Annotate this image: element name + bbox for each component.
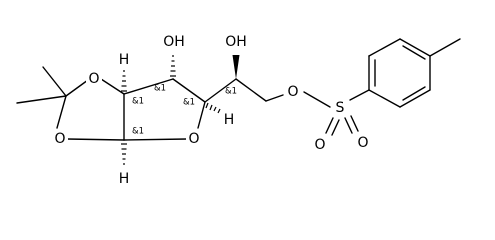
bond-s-aryl bbox=[349, 89, 370, 101]
bond-c5-c6 bbox=[235, 78, 267, 102]
atom-h-c1: H bbox=[119, 171, 130, 187]
bond-c2-c3 bbox=[123, 78, 174, 95]
stereo-descriptors: &1 &1 &1 &1 &1 bbox=[132, 84, 237, 137]
bond-c6-o-ester bbox=[265, 94, 284, 102]
bond-ar-3 bbox=[399, 38, 431, 57]
bond-o-ester-s bbox=[303, 91, 331, 108]
stereo-c1: &1 bbox=[132, 127, 144, 137]
wedge-bond-c5-oh bbox=[232, 55, 240, 79]
atom-o-dioxolane-bottom: O bbox=[54, 131, 65, 147]
bond-o1-c2 bbox=[100, 78, 125, 95]
bond-ar-5 bbox=[399, 89, 431, 108]
atom-h-c4: H bbox=[224, 112, 235, 128]
atom-labels: O O O OH OH O S O O H H H bbox=[52, 34, 369, 187]
atom-o-dioxolane-top: O bbox=[88, 71, 99, 87]
bond-ar-2 bbox=[368, 38, 401, 57]
atom-o-ester: O bbox=[287, 84, 298, 100]
stereo-c3: &1 bbox=[154, 84, 166, 94]
bond-c3-c4 bbox=[172, 78, 206, 103]
bond-ar-inner-3 bbox=[402, 86, 426, 101]
atom-oh-c5: OH bbox=[225, 34, 247, 50]
molecule-structure: O O O OH OH O S O O H H H &1 &1 &1 &1 &1 bbox=[16, 34, 461, 187]
bond-o2-c1 bbox=[66, 138, 125, 141]
bond-c4-c5 bbox=[204, 78, 237, 103]
atom-s: S bbox=[336, 100, 345, 116]
atom-o-sulfonyl-2: O bbox=[357, 135, 368, 151]
bond-methyl-a bbox=[42, 66, 67, 97]
bond-cq-o1 bbox=[65, 79, 89, 97]
bond-c1-o-furanose bbox=[123, 138, 188, 141]
bond-methyl-b bbox=[16, 95, 67, 104]
bond-s-o-sulfonyl-1b bbox=[331, 119, 340, 136]
bond-o-furanose-c4 bbox=[197, 101, 206, 129]
hash-bond-c1-h bbox=[121, 143, 127, 165]
bond-ar-6 bbox=[368, 89, 401, 108]
stereo-c5: &1 bbox=[225, 87, 237, 97]
atom-oh-c3: OH bbox=[163, 34, 185, 50]
atom-o-furanose: O bbox=[188, 131, 199, 147]
bond-s-o-sulfonyl-2b bbox=[350, 115, 359, 132]
bond-cq-o2 bbox=[56, 95, 67, 129]
bond-s-o-sulfonyl-2a bbox=[344, 117, 353, 134]
hash-bond-c4-h bbox=[205, 102, 221, 114]
stereo-c4: &1 bbox=[183, 98, 195, 108]
hash-bond-c2-h bbox=[121, 70, 127, 92]
bond-ar-methyl bbox=[429, 38, 461, 57]
bonds bbox=[16, 38, 461, 141]
bond-ar-inner-2 bbox=[402, 45, 426, 60]
atom-h-c2: H bbox=[119, 52, 130, 68]
stereo-bonds bbox=[121, 55, 240, 165]
hash-bond-c3-oh bbox=[170, 55, 176, 77]
bond-s-o-sulfonyl-1a bbox=[325, 117, 334, 134]
stereo-c2: &1 bbox=[132, 97, 144, 107]
atom-o-sulfonyl-1: O bbox=[314, 137, 325, 153]
